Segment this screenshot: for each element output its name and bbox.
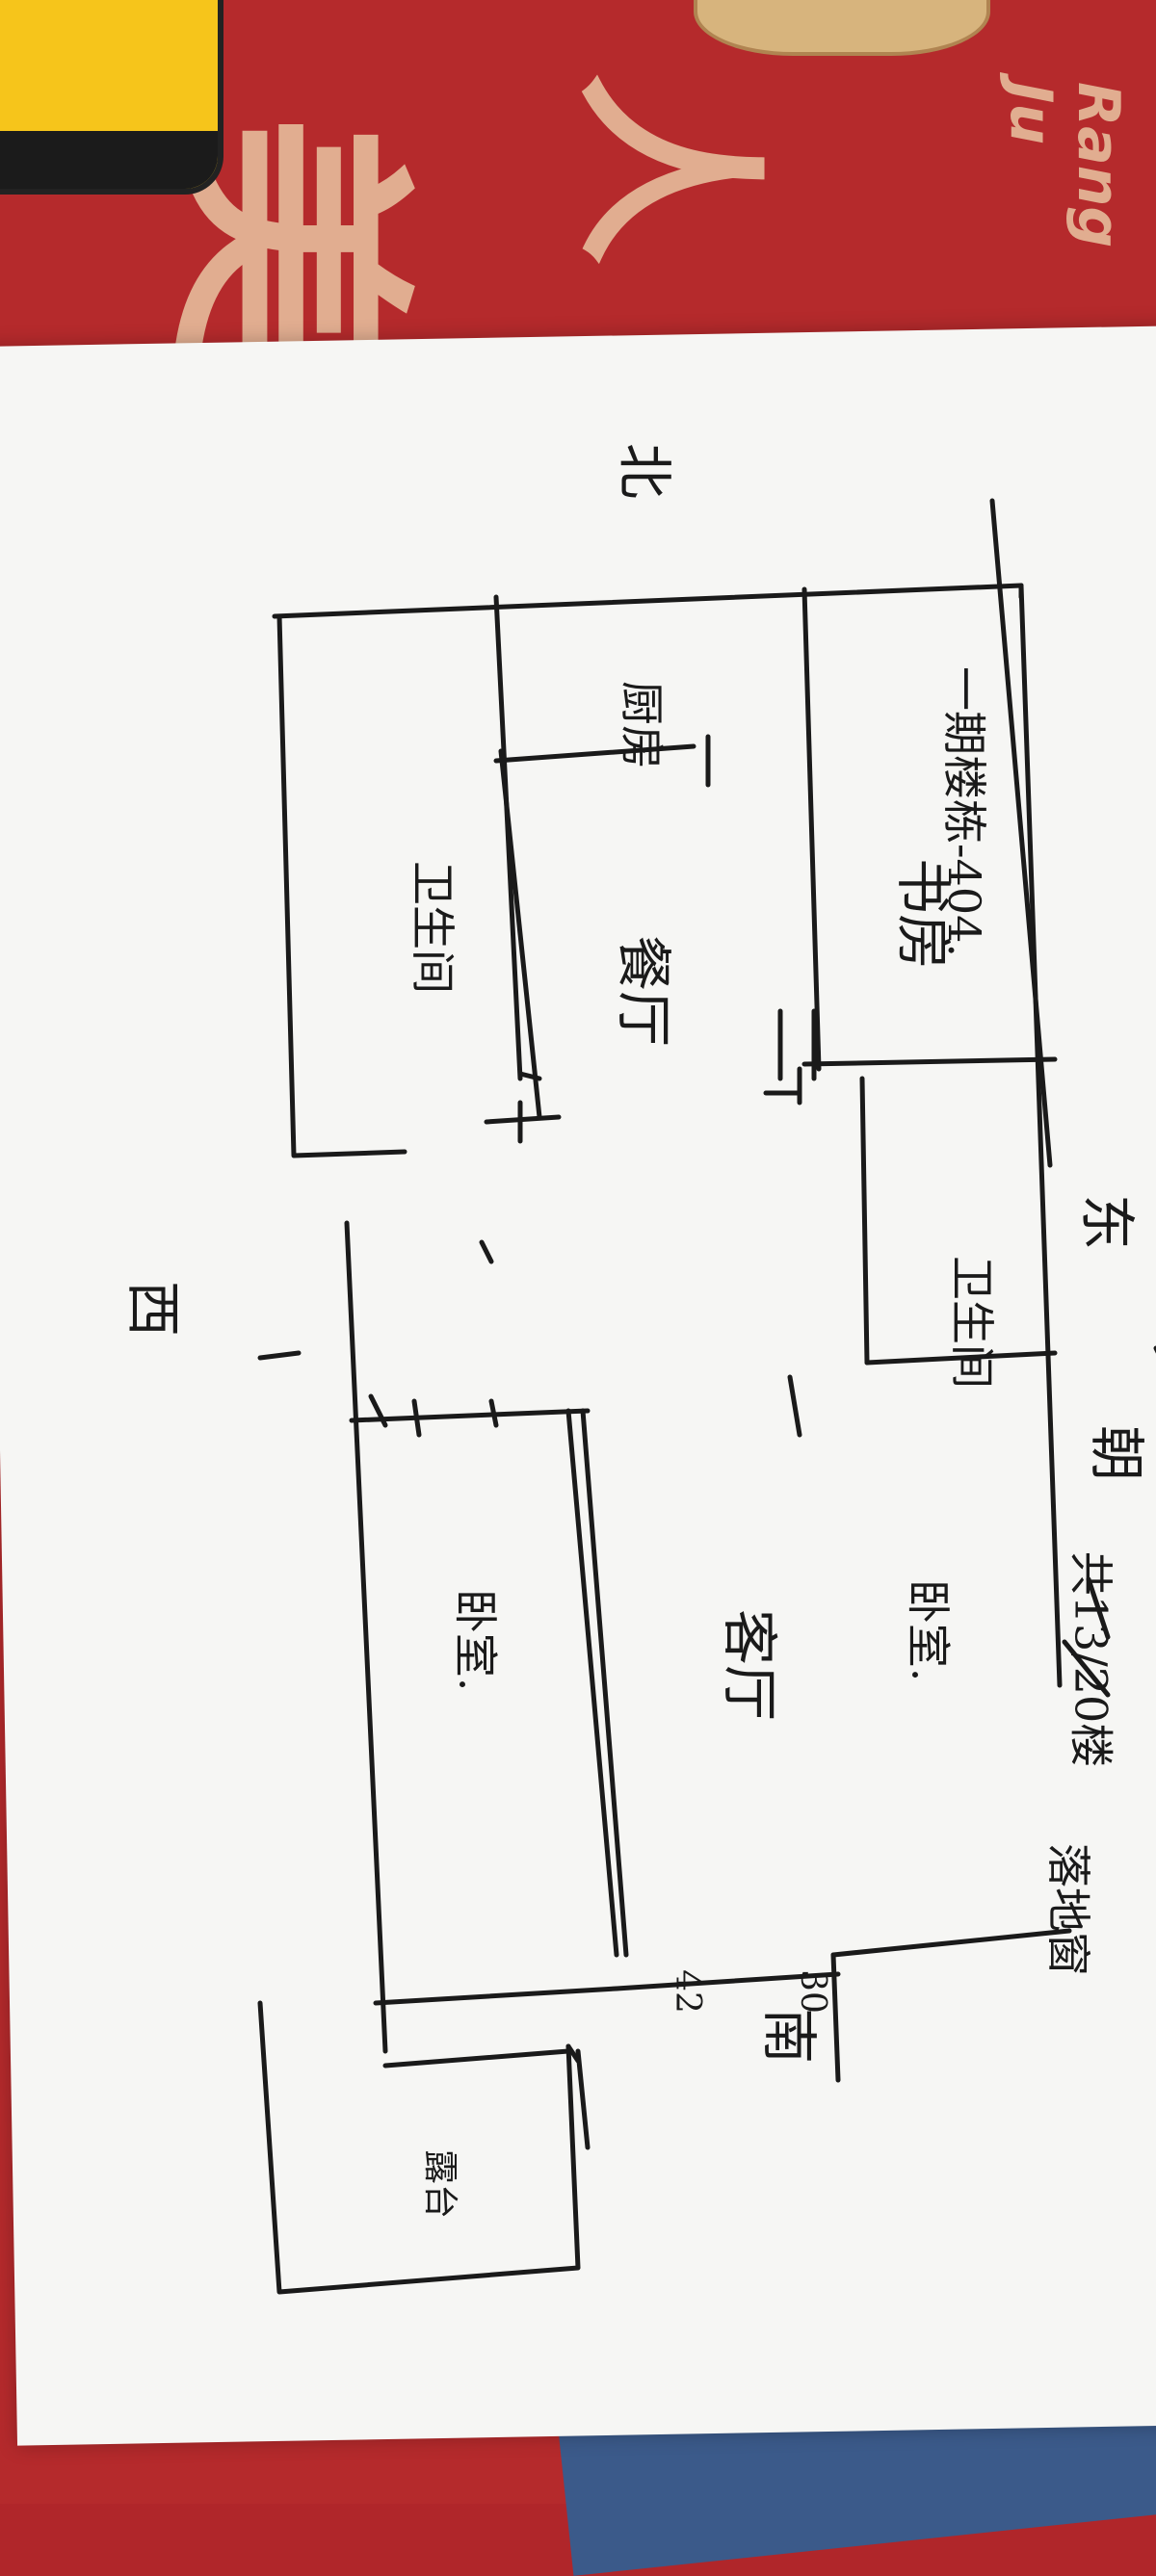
room-dining: 餐厅 — [611, 934, 677, 1048]
label-west: 西 — [120, 1280, 187, 1338]
room-bathroom-2: 卫生间 — [946, 1256, 998, 1389]
dimension-30: 30 — [792, 1969, 832, 2014]
label-facing: 朝 — [1084, 1424, 1150, 1482]
room-kitchen: 厨房 — [616, 681, 668, 769]
wall-corridor-left — [344, 1220, 388, 2054]
note-line-top — [989, 498, 1053, 1168]
dimension-42: 42 — [667, 1969, 707, 2014]
wall-bottom-3 — [382, 2048, 571, 2069]
wall-bottom-1 — [373, 1986, 619, 2006]
tick-1 — [479, 1239, 494, 1264]
tick-2 — [411, 1398, 422, 1438]
east-underline — [1086, 1576, 1111, 1640]
food-item — [694, 0, 990, 56]
wall-outer-left — [276, 613, 407, 1158]
wall-livingroom-top — [787, 1374, 802, 1438]
wall-study-bottom — [801, 1056, 1058, 1067]
wall-right — [1018, 583, 1063, 1688]
balcony-right — [575, 2048, 591, 2150]
kitchen-divider — [498, 748, 542, 1120]
label-window: 落地窗 — [1042, 1843, 1094, 1976]
north-dash-1 — [257, 1350, 302, 1361]
room-bedroom: 卧室. — [449, 1588, 502, 1692]
room-living: 客厅 — [717, 1608, 783, 1722]
tick-4 — [368, 1393, 388, 1428]
tick-3 — [488, 1398, 499, 1428]
window-rule — [1062, 1639, 1111, 1698]
room-balcony: 露台 — [420, 2148, 460, 2220]
wall-living-left — [565, 1408, 619, 1958]
yellow-object — [0, 0, 223, 195]
wall-top — [272, 583, 1024, 619]
label-top-code: 共13/20楼 — [1064, 1550, 1117, 1768]
wall-kitchen-dining — [493, 743, 696, 764]
wall-living-left-double — [580, 1408, 629, 1958]
wall-bottom-2 — [614, 1971, 841, 1991]
wall-inner-vertical-2 — [801, 586, 822, 1072]
floor-plan-sketch — [257, 498, 1156, 2295]
label-north: 北 — [612, 442, 678, 500]
room-study: 书房 — [890, 857, 957, 971]
label-east: 东 — [1074, 1193, 1141, 1251]
wall-master-bottom — [830, 1928, 1072, 1958]
wall-bedroom-top — [349, 1408, 591, 1423]
balcony-outline — [257, 2000, 581, 2295]
room-bathroom-1: 卫生间 — [407, 861, 459, 994]
wall-bath-inner — [859, 1076, 870, 1366]
wall-bath-bottom — [864, 1350, 1058, 1366]
room-master-bedroom: 卧室. — [902, 1578, 955, 1682]
yellow-object-cap — [0, 131, 218, 189]
label-south: 南 — [756, 2007, 823, 2065]
